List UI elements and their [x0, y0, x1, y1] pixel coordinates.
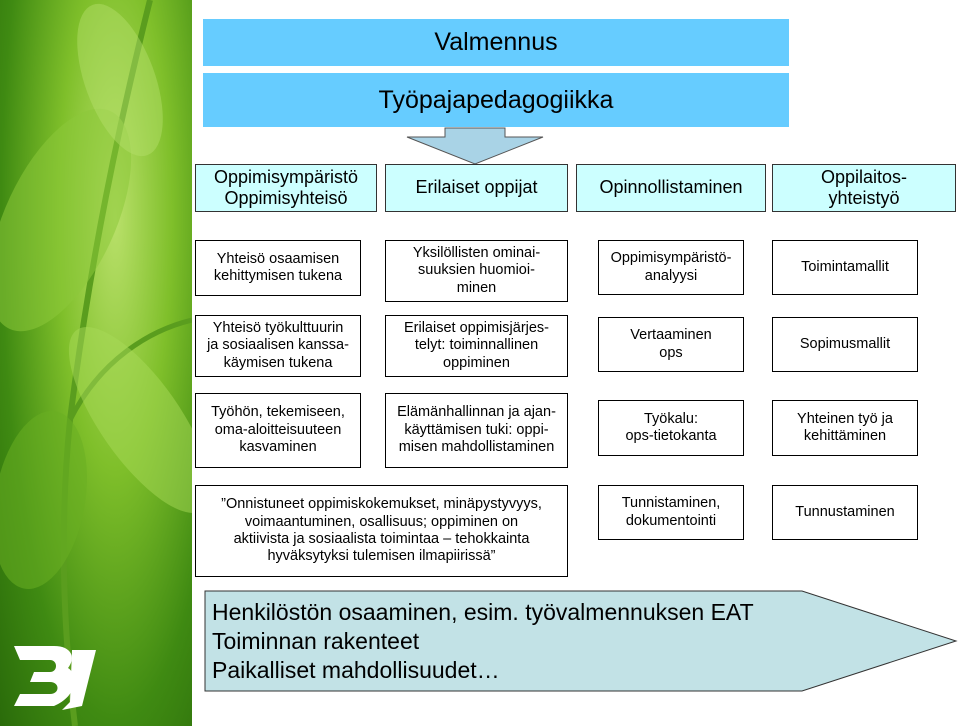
- cell-r1-c4: Toimintamallit: [772, 240, 918, 295]
- title-banner: Valmennus: [203, 19, 789, 66]
- quote-box: ”Onnistuneet oppimiskokemukset, minäpyst…: [195, 485, 568, 577]
- cell-r4-c4: Tunnustaminen: [772, 485, 918, 540]
- cell-r1-c2: Yksilöllisten ominai- suuksien huomioi- …: [385, 240, 568, 302]
- subtitle-banner: Työpajapedagogiikka: [203, 73, 789, 127]
- cell-r2-c3: Vertaaminen ops: [598, 317, 744, 372]
- cell-r4-c3: Tunnistaminen, dokumentointi: [598, 485, 744, 540]
- bottom-line-1: Henkilöstön osaaminen, esim. työvalmennu…: [212, 599, 754, 625]
- header-erilaiset-oppijat: Erilaiset oppijat: [385, 164, 568, 212]
- down-arrow-icon: [406, 127, 544, 165]
- bottom-line-2: Toiminnan rakenteet: [212, 627, 420, 654]
- cell-r3-c1: Työhön, tekemiseen, oma-aloitteisuuteen …: [195, 393, 361, 468]
- subtitle-text: Työpajapedagogiikka: [378, 85, 614, 114]
- cell-r2-c1: Yhteisö työkulttuurin ja sosiaalisen kan…: [195, 315, 361, 377]
- cell-r3-c4: Yhteinen työ ja kehittäminen: [772, 400, 918, 456]
- cell-r3-c3: Työkalu: ops-tietokanta: [598, 400, 744, 456]
- cell-r2-c4: Sopimusmallit: [772, 317, 918, 372]
- title-text: Valmennus: [434, 28, 558, 56]
- bottom-line-3: Paikalliset mahdollisuudet…: [212, 656, 500, 683]
- bottom-arrow-shape: [204, 590, 958, 692]
- header-oppimisymparisto: Oppimisympäristö Oppimisyhteisö: [195, 164, 377, 212]
- cell-r1-c3: Oppimisympäristö- analyysi: [598, 240, 744, 295]
- leaf-background: [0, 0, 192, 726]
- header-oppilaitosyhteistyo: Oppilaitos- yhteistyö: [772, 164, 956, 212]
- cell-r2-c2: Erilaiset oppimisjärjes- telyt: toiminna…: [385, 315, 568, 377]
- cell-r3-c2: Elämänhallinnan ja ajan- käyttämisen tuk…: [385, 393, 568, 468]
- header-opinnollistaminen: Opinnollistaminen: [576, 164, 766, 212]
- bottom-text: Henkilöstön osaaminen, esim. työvalmennu…: [212, 598, 754, 684]
- cell-r1-c1: Yhteisö osaamisen kehittymisen tukena: [195, 240, 361, 296]
- logo-icon: [14, 646, 96, 710]
